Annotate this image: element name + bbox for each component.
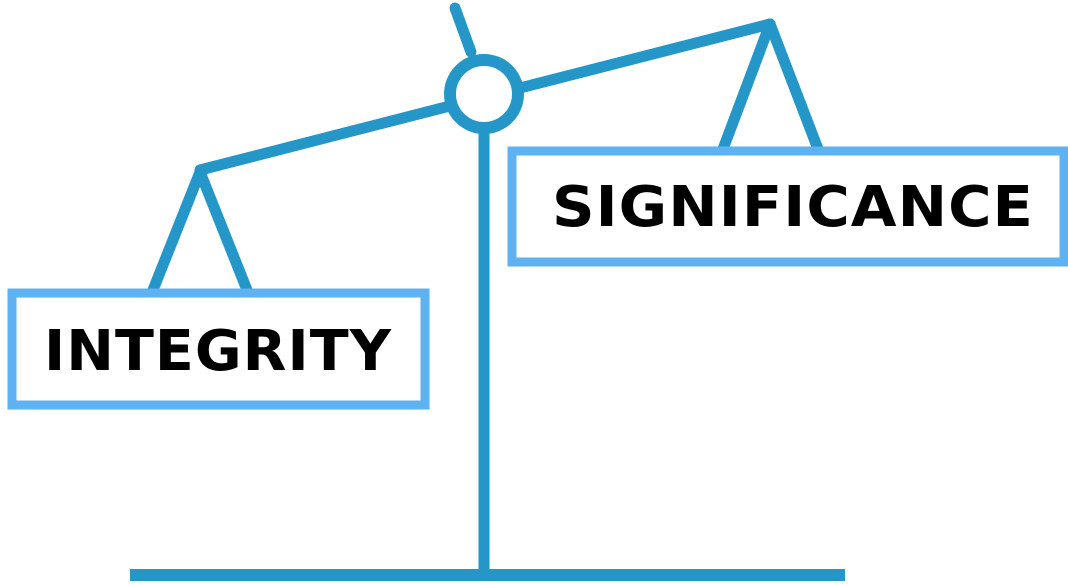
right-pan-box [507, 146, 1068, 267]
scale-frame [130, 2, 845, 581]
right-pan-label: SIGNIFICANCE [552, 175, 1034, 240]
left-pan-box [7, 288, 430, 410]
pivot-ring [444, 54, 524, 134]
left-hanger-strap-left [147, 166, 206, 296]
pivot-spike [449, 2, 477, 58]
left-pan-label: INTEGRITY [44, 319, 392, 384]
right-pan: SIGNIFICANCE [507, 146, 1068, 267]
right-hanger-strap-right [764, 18, 824, 155]
left-pan: INTEGRITY [7, 288, 430, 410]
right-hanger-strap-left [717, 18, 776, 155]
left-hanger-strap-right [194, 166, 253, 296]
